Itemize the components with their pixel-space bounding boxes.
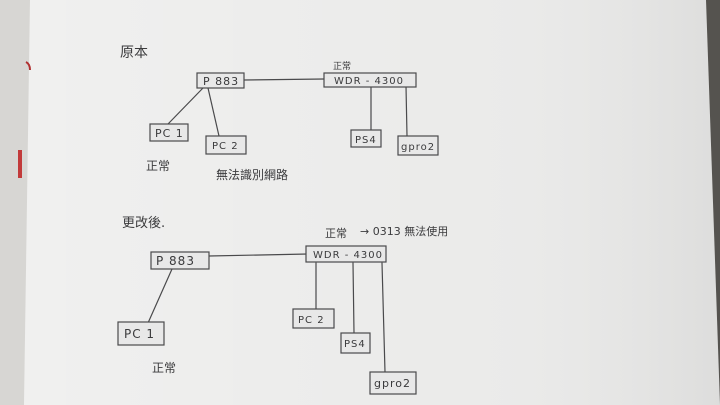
after-router-box [150,251,210,270]
before-pc2-box [205,135,247,155]
before-link-router-pc1 [167,87,204,125]
after-link-router-modem [208,253,309,257]
after-pc2-box [292,308,335,329]
before-gpro2-label: gpro2 [401,142,435,153]
paper-lighting [24,0,720,405]
before-pc1-box [149,123,189,142]
after-pc1-status: 正常 [152,361,176,375]
before-ps4-box [350,129,382,148]
before-link-modem-gpro2 [405,85,408,137]
before-router-label: P 883 [203,75,239,88]
before-router-box [196,72,245,89]
before-pc2-label: PC 2 [212,141,239,152]
before-gpro2-box [397,135,439,156]
after-modem-note: → 0313 無法使用 [360,224,448,238]
before-heading: 原本 [120,45,148,61]
after-modem-box [305,245,387,263]
after-link-modem-gpro2 [381,262,386,373]
after-gpro2-label: gpro2 [374,377,411,390]
before-modem-status: 正常 [333,60,351,72]
after-link-router-pc1 [147,268,173,324]
after-router-label: P 883 [156,254,195,268]
after-heading: 更改後. [122,216,165,231]
before-modem-box [323,72,417,88]
after-link-modem-ps4 [352,262,355,334]
after-gpro2-box [369,371,417,395]
before-pc1-label: PC 1 [155,127,184,140]
before-issue-note: 無法識別網路 [216,167,288,182]
red-tab-mark [18,150,22,178]
after-ps4-box [340,332,371,354]
after-pc1-label: PC 1 [124,327,155,341]
after-modem-status: 正常 [325,227,347,240]
after-modem-label: WDR - 4300 [313,250,383,261]
after-ps4-label: PS4 [344,339,366,350]
after-pc2-label: PC 2 [298,315,325,326]
before-link-router-modem [243,78,325,81]
red-pen-mark [25,61,31,71]
before-pc-status: 正常 [146,159,170,173]
before-modem-label: WDR - 4300 [334,76,404,87]
after-pc1-box [117,321,165,346]
before-link-router-pc2 [207,87,220,137]
before-ps4-label: PS4 [355,135,377,146]
